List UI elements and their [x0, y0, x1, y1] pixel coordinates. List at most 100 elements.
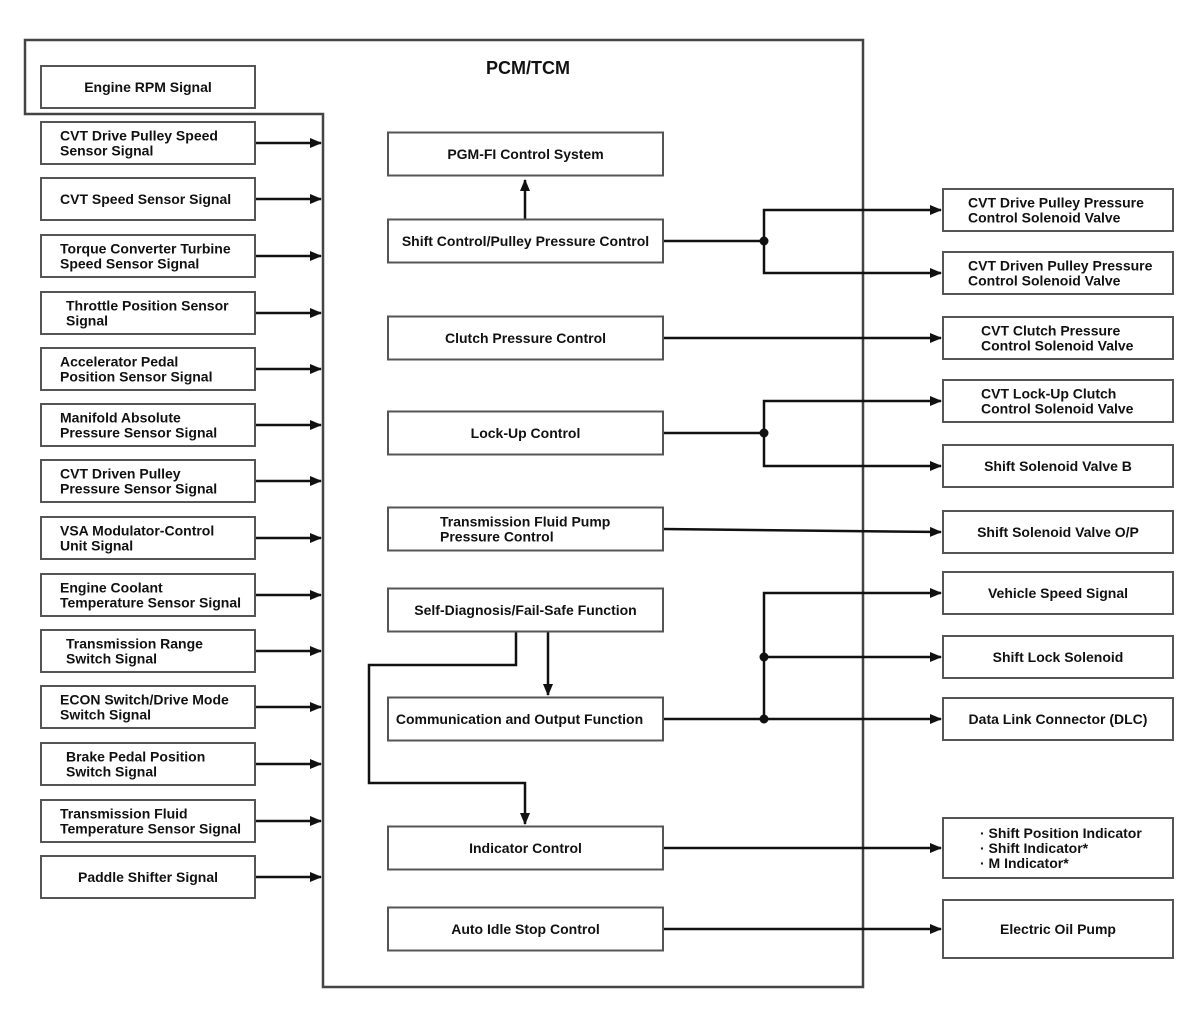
- to-shift-solenoid-b-arrow: [762, 433, 942, 471]
- function-box-1: Shift Control/Pulley Pressure Control: [387, 218, 664, 264]
- to-driven-pulley-arrow: [762, 241, 942, 278]
- function-box-3-label: Lock-Up Control: [471, 425, 581, 441]
- function-box-0: PGM-FI Control System: [387, 131, 664, 177]
- output-box-7-label: Shift Lock Solenoid: [993, 649, 1124, 665]
- input-box-7-label: CVT Driven Pulley: [60, 466, 181, 482]
- comm-junction-upper: [759, 652, 769, 662]
- output-box-5-rect: [942, 510, 1174, 554]
- output-box-4-rect: [942, 444, 1174, 488]
- output-box-10-label: Electric Oil Pump: [1000, 921, 1116, 937]
- function-box-1-label: Shift Control/Pulley Pressure Control: [402, 233, 649, 249]
- output-box-7: Shift Lock Solenoid: [942, 635, 1174, 679]
- output-box-7-rect: [942, 635, 1174, 679]
- input-box-8-label: VSA Modulator-Control: [60, 523, 214, 539]
- input-box-10-rect: [40, 629, 256, 673]
- output-box-8-label: Data Link Connector (DLC): [969, 711, 1148, 727]
- output-box-9: · Shift Position Indicator· Shift Indica…: [942, 817, 1174, 879]
- input-box-4-label: Throttle Position Sensor: [66, 298, 229, 314]
- input-box-4-rect: [40, 291, 256, 335]
- input-box-9-label: Temperature Sensor Signal: [60, 595, 241, 611]
- function-box-2: Clutch Pressure Control: [387, 315, 664, 361]
- function-box-4-label: Transmission Fluid Pump: [440, 514, 610, 530]
- output-box-2-rect: [942, 316, 1174, 360]
- input-box-2-rect: [40, 177, 256, 221]
- output-box-10: Electric Oil Pump: [942, 899, 1174, 959]
- lockup-junction: [759, 428, 769, 438]
- input-box-1-label: CVT Drive Pulley Speed: [60, 128, 218, 144]
- to-drive-pulley-arrow: [762, 205, 942, 241]
- function-box-6: Communication and Output Function: [387, 696, 664, 742]
- function-box-5-label: Self-Diagnosis/Fail-Safe Function: [414, 602, 636, 618]
- function-box-2-rect: [387, 315, 664, 361]
- output-box-1-rect: [942, 251, 1174, 295]
- output-box-0-rect: [942, 188, 1174, 232]
- function-box-6-rect: [387, 696, 664, 742]
- function-box-8-label: Auto Idle Stop Control: [451, 921, 600, 937]
- function-box-5: Self-Diagnosis/Fail-Safe Function: [387, 587, 664, 633]
- output-box-4: Shift Solenoid Valve B: [942, 444, 1174, 488]
- input-box-13-rect: [40, 799, 256, 843]
- input-box-11-label: Switch Signal: [60, 707, 151, 723]
- input-box-7-label: Pressure Sensor Signal: [60, 481, 217, 497]
- input-box-0: Engine RPM Signal: [40, 65, 256, 109]
- to-shift-solenoid-op-arrow: [662, 526, 942, 537]
- output-box-1-label: CVT Driven Pulley Pressure: [968, 258, 1153, 274]
- input-box-12-label: Switch Signal: [66, 764, 157, 780]
- input-box-11-label: ECON Switch/Drive Mode: [60, 692, 229, 708]
- shift-control-junction: [759, 236, 769, 246]
- input-box-3-rect: [40, 234, 256, 278]
- input-box-1-rect: [40, 121, 256, 165]
- input-box-6-label: Pressure Sensor Signal: [60, 425, 217, 441]
- function-box-8-rect: [387, 906, 664, 952]
- output-box-8-rect: [942, 697, 1174, 741]
- input-box-6-label: Manifold Absolute: [60, 410, 181, 426]
- input-box-8-rect: [40, 516, 256, 560]
- input-box-0-rect: [40, 65, 256, 109]
- output-box-6-rect: [942, 571, 1174, 615]
- input-box-3-label: Speed Sensor Signal: [60, 256, 199, 272]
- diag-to-indicator-arrow: [367, 632, 530, 825]
- input-box-5-label: Accelerator Pedal: [60, 354, 178, 370]
- output-box-9-label: · M Indicator*: [980, 855, 1069, 871]
- function-box-7-label: Indicator Control: [469, 840, 582, 856]
- function-box-0-label: PGM-FI Control System: [447, 146, 603, 162]
- comm-junction-lower: [759, 714, 769, 724]
- function-box-3: Lock-Up Control: [387, 410, 664, 456]
- input-box-3-label: Torque Converter Turbine: [60, 241, 231, 257]
- function-box-4-rect: [387, 506, 664, 552]
- input-box-5-label: Position Sensor Signal: [60, 369, 212, 385]
- function-box-3-rect: [387, 410, 664, 456]
- input-box-9-label: Engine Coolant: [60, 580, 163, 596]
- function-box-8: Auto Idle Stop Control: [387, 906, 664, 952]
- connectors: [255, 138, 942, 934]
- input-box-1-label: Sensor Signal: [60, 143, 153, 159]
- input-box-8-label: Unit Signal: [60, 538, 133, 554]
- function-box-7-rect: [387, 825, 664, 871]
- input-box-13-label: Temperature Sensor Signal: [60, 821, 241, 837]
- output-box-3-label: Control Solenoid Valve: [981, 401, 1134, 417]
- input-box-2: CVT Speed Sensor Signal: [40, 177, 256, 221]
- input-box-6-rect: [40, 403, 256, 447]
- function-box-7: Indicator Control: [387, 825, 664, 871]
- input-box-12-label: Brake Pedal Position: [66, 749, 205, 765]
- to-lockup-solenoid-arrow: [762, 396, 942, 433]
- function-box-5-rect: [387, 587, 664, 633]
- to-vehicle-speed-arrow: [762, 588, 942, 719]
- input-box-2-label: CVT Speed Sensor Signal: [60, 191, 231, 207]
